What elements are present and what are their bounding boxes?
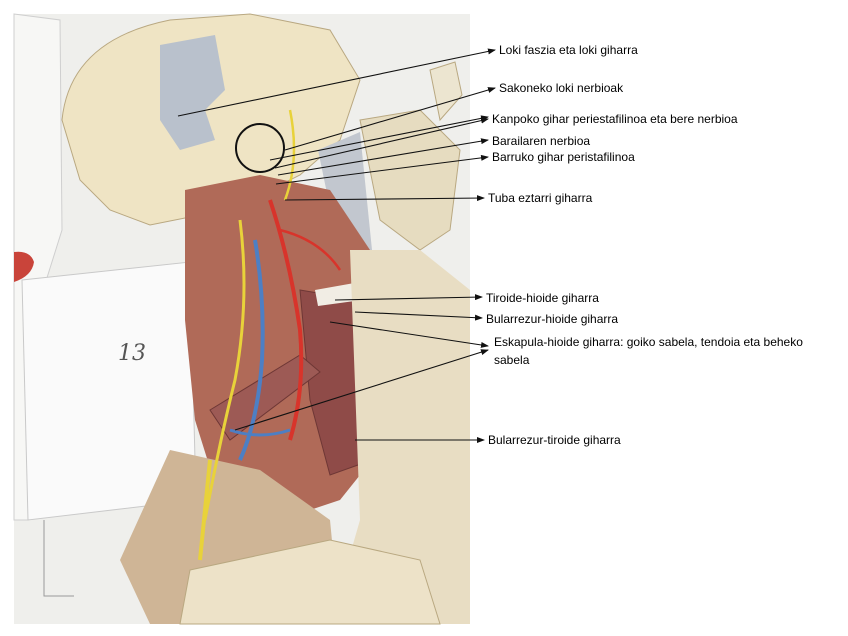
label-barruko: Barruko gihar peristafilinoa: [492, 150, 635, 164]
leader-tiroide-hioide: [334, 294, 483, 301]
vein-lower: [229, 428, 291, 437]
leader-tuba: [284, 195, 485, 202]
clavicle-area: [179, 539, 441, 625]
leader-barailaren: [277, 138, 489, 176]
leader-sakoneko: [284, 87, 496, 151]
nerve-branch: [283, 109, 296, 201]
label-tuba: Tuba eztarri giharra: [488, 191, 593, 205]
skull-cutout: [160, 35, 225, 150]
leader-lines: [177, 48, 496, 443]
label-barailaren: Barailaren nerbioa: [492, 134, 590, 148]
leader-kanpoko-2: [274, 117, 489, 169]
leader-eskapula-2: [234, 349, 489, 431]
labels: Loki faszia eta loki giharra Sakoneko lo…: [486, 43, 803, 447]
artery-main: [268, 199, 304, 441]
leader-bularrezur-hioide: [354, 311, 483, 321]
label-bularrezur-tiroide: Bularrezur-tiroide giharra: [488, 433, 621, 447]
label-loki: Loki faszia eta loki giharra: [499, 43, 638, 57]
label-eskapula-line2: sabela: [494, 353, 530, 367]
highlight-circle: [235, 123, 285, 173]
pencil-frame: [43, 520, 74, 597]
label-sakoneko: Sakoneko loki nerbioak: [499, 81, 624, 95]
styloid-process: [429, 61, 463, 122]
leader-eskapula-1: [329, 321, 489, 348]
label-kanpoko: Kanpoko gihar periestafilinoa eta bere n…: [492, 112, 738, 126]
finger: [14, 251, 34, 282]
label-bularrezur-hioide: Bularrezur-hioide giharra: [486, 312, 618, 326]
nerve-main: [203, 219, 246, 521]
skin-lower-right: [330, 250, 470, 624]
nerve-lower: [198, 459, 212, 561]
label-eskapula-line1: Eskapula-hioide giharra: goiko sabela, t…: [494, 335, 803, 349]
leader-loki: [177, 48, 496, 117]
dissection-photo: 13: [13, 13, 470, 625]
leader-kanpoko-1: [269, 115, 489, 161]
grey-tab: [318, 132, 372, 256]
label-tiroide-hioide: Tiroide-hioide giharra: [486, 291, 599, 305]
leader-barruko: [275, 154, 489, 185]
specimen-annotation: 13: [118, 341, 146, 366]
artery-branch: [279, 228, 342, 271]
